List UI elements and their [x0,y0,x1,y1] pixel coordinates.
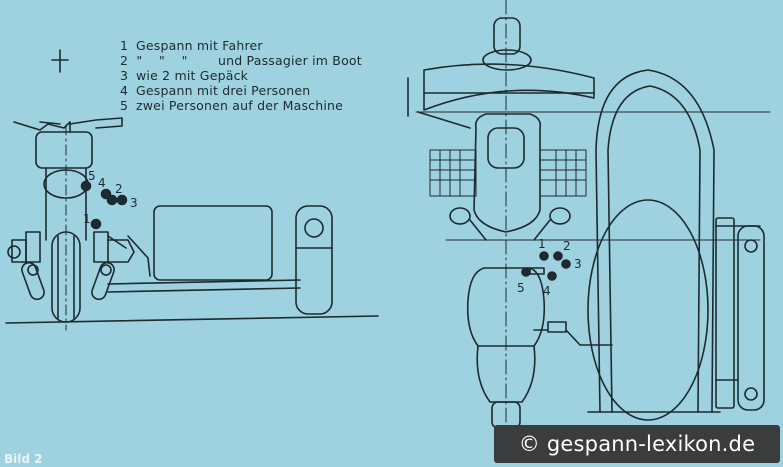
front-label-4: 4 [543,284,551,298]
legend-text: zwei Personen auf der Maschine [136,98,344,113]
front-label-1: 1 [538,237,546,251]
legend-number: 1 [120,38,129,53]
legend-item: 3 wie 2 mit Gepäck [120,68,362,83]
side-label-5: 5 [88,169,96,183]
legend-text: und Passagier im Boot [218,53,362,68]
ditto-marks: " " " [136,53,188,68]
front-label-3: 3 [574,257,582,271]
side-label-2: 2 [115,182,123,196]
legend-item: 1 Gespann mit Fahrer [120,38,362,53]
front-view-drawing [407,0,771,433]
figure-label: Bild 2 [4,452,43,466]
legend-item: 4 Gespann mit drei Personen [120,83,362,98]
legend-number: 2 [120,53,129,68]
legend-item: 2 " " " und Passagier im Boot [120,53,362,68]
legend-text: Gespann mit Fahrer [136,38,263,53]
legend-number: 3 [120,68,129,83]
side-label-4: 4 [98,176,106,190]
side-label-1: 1 [83,212,91,226]
legend: 1 Gespann mit Fahrer 2 " " " und Passagier … [120,38,362,113]
legend-number: 4 [120,83,129,98]
legend-text: Gespann mit drei Personen [136,83,311,98]
legend-number: 5 [120,98,129,113]
legend-item: 5 zwei Personen auf der Maschine [120,98,362,113]
side-label-3: 3 [130,196,138,210]
legend-text: wie 2 mit Gepäck [136,68,249,83]
side-view-drawing [5,49,379,331]
front-label-2: 2 [563,239,571,253]
copyright-watermark: © gespann-lexikon.de [494,425,780,463]
front-label-5: 5 [517,281,525,295]
